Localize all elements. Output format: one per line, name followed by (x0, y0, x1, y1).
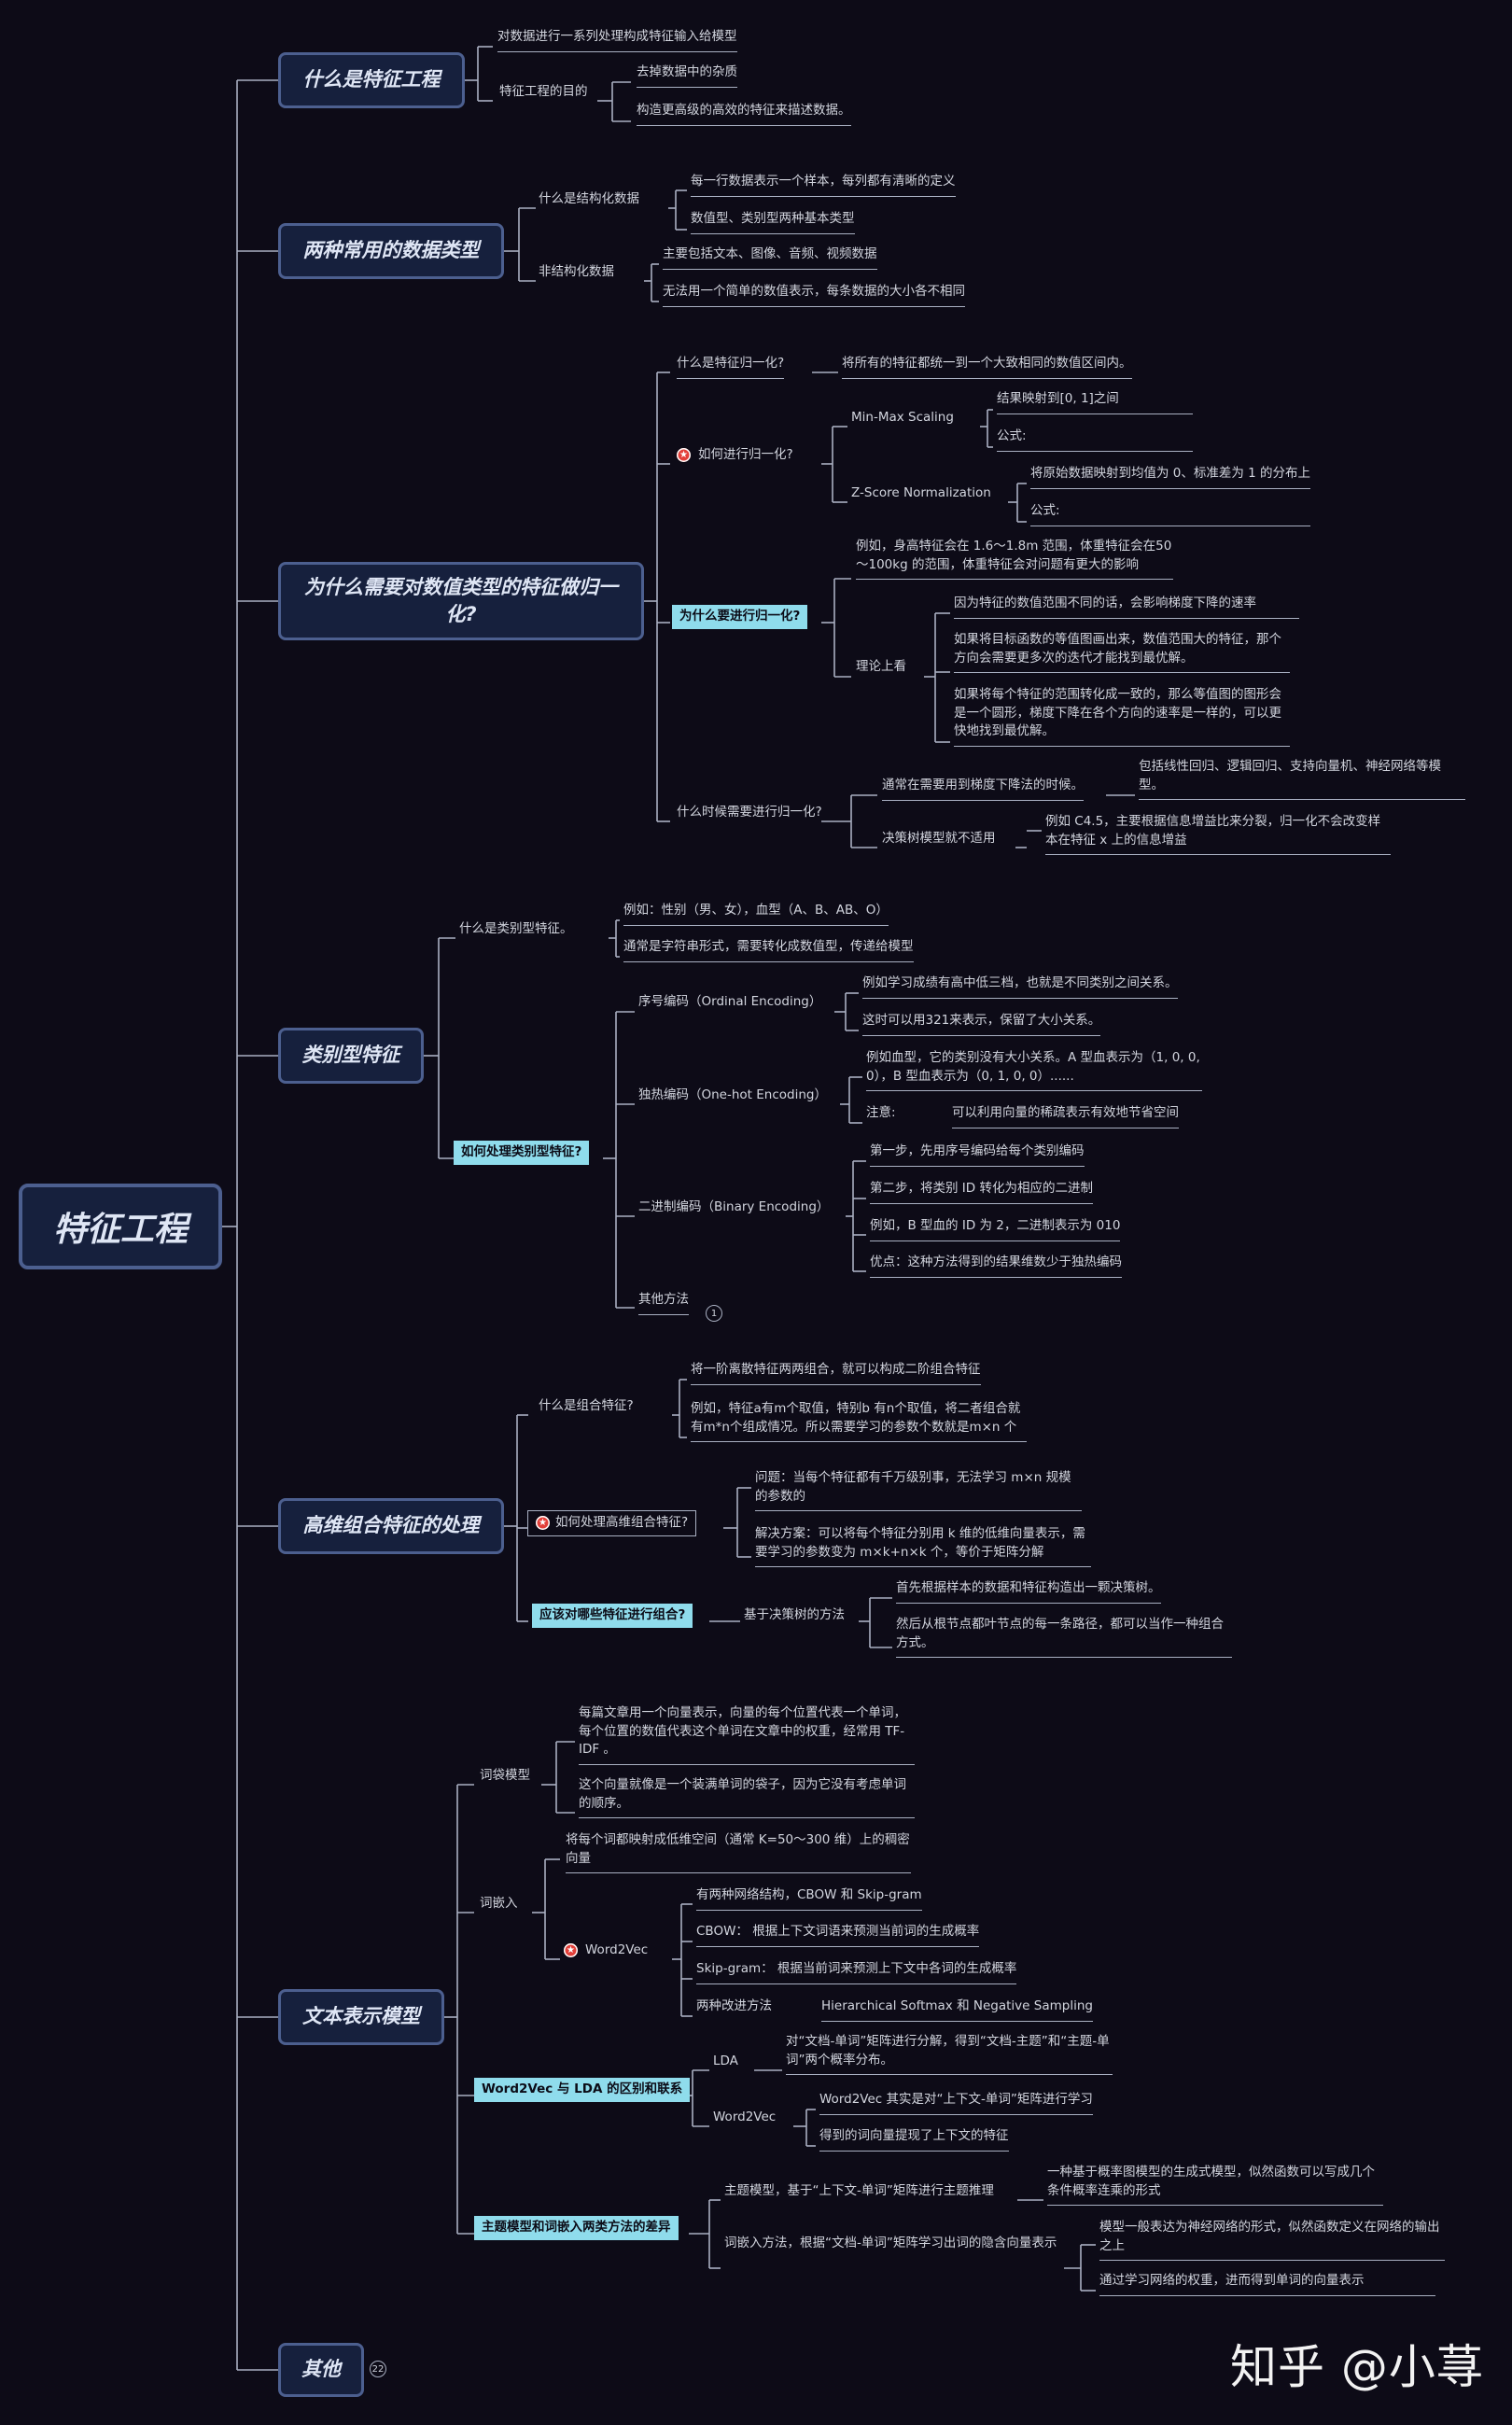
s3-node-what[interactable]: 什么是特征归一化? (677, 355, 785, 379)
s6-node-embedding-method-2[interactable]: 通过学习网络的权重，进而得到单词的向量表示 (1099, 2272, 1435, 2296)
s4-node-binary-3[interactable]: 例如，B 型血的 ID 为 2，二进制表示为 010 (870, 1217, 1121, 1241)
s1-node-a[interactable]: 对数据进行一系列处理构成特征输入给模型 (497, 28, 737, 52)
s3-node-when-1-1[interactable]: 包括线性回归、逻辑回归、支持向量机、神经网络等模型。 (1139, 758, 1465, 801)
star-icon: ★ (564, 1943, 578, 1958)
s3-node-minmax[interactable]: Min-Max Scaling (851, 410, 954, 425)
branch-normalization[interactable]: 为什么需要对数值类型的特征做归一化? (278, 562, 644, 640)
s4-node-onehot[interactable]: 独热编码（One-hot Encoding） (638, 1087, 827, 1102)
branch-other[interactable]: 其他 (278, 2343, 364, 2397)
s6-node-word2vec-4[interactable]: 两种改进方法 (696, 1998, 772, 2013)
s5-node-which[interactable]: 应该对哪些特征进行组合? (532, 1604, 693, 1628)
branch-high-dim-combination[interactable]: 高维组合特征的处理 (278, 1498, 504, 1554)
s4-node-how[interactable]: 如何处理类别型特征? (454, 1141, 590, 1165)
s6-node-embedding[interactable]: 词嵌入 (480, 1896, 518, 1911)
s2-node-unstructured-1[interactable]: 主要包括文本、图像、音频、视频数据 (663, 245, 877, 270)
s6-node-embedding-1[interactable]: 将每个词都映射成低维空间（通常 K=50～300 维）上的稠密向量 (566, 1831, 911, 1874)
s6-node-w2v-vs-lda[interactable]: Word2Vec 与 LDA 的区别和联系 (474, 2078, 691, 2102)
s5-node-which-1-1[interactable]: 首先根据样本的数据和特征构造出一颗决策树。 (896, 1579, 1161, 1604)
s6-node-lda-1[interactable]: 对“文档-单词”矩阵进行分解，得到“文档-主题”和“主题-单词”两个概率分布。 (786, 2033, 1113, 2076)
s3-node-theory-1[interactable]: 因为特征的数值范围不同的话，会影响梯度下降的速率 (954, 595, 1299, 619)
s6-node-word2vec-1[interactable]: 有两种网络结构，CBOW 和 Skip-gram (696, 1886, 922, 1911)
s6-node-bow-1[interactable]: 每篇文章用一个向量表示，向量的每个位置代表一个单词，每个位置的数值代表这个单词在… (579, 1704, 915, 1765)
s4-node-ordinal-1[interactable]: 例如学习成绩有高中低三档，也就是不同类别之间关系。 (862, 974, 1178, 999)
s4-node-onehot-1[interactable]: 例如血型，它的类别没有大小关系。A 型血表示为（1, 0, 0, 0），B 型血… (866, 1049, 1202, 1092)
collapsed-count-badge[interactable]: 22 (370, 2361, 386, 2377)
s6-node-word2vec-4-1[interactable]: Hierarchical Softmax 和 Negative Sampling (821, 1997, 1093, 2022)
s6-node-word2vec-3[interactable]: Skip-gram： 根据当前词来预测上下文中各词的生成概率 (696, 1960, 1017, 1984)
branch-what-is-feature-engineering[interactable]: 什么是特征工程 (278, 52, 465, 108)
s1-node-purpose[interactable]: 特征工程的目的 (499, 84, 588, 99)
s2-node-structured[interactable]: 什么是结构化数据 (539, 191, 639, 206)
s6-node-topic[interactable]: 主题模型，基于“上下文-单词”矩阵进行主题推理 (724, 2183, 994, 2198)
s1-node-purpose-2[interactable]: 构造更高级的高效的特征来描述数据。 (637, 102, 851, 126)
branch-data-types[interactable]: 两种常用的数据类型 (278, 223, 504, 279)
s4-node-what-2[interactable]: 通常是字符串形式，需要转化成数值型，传递给模型 (623, 938, 914, 962)
s6-node-embedding-method[interactable]: 词嵌入方法，根据“文档-单词”矩阵学习出词的隐含向量表示 (724, 2236, 1057, 2250)
s3-node-when-2-1[interactable]: 例如 C4.5，主要根据信息增益比来分裂，归一化不会改变样本在特征 x 上的信息… (1045, 813, 1391, 856)
s6-node-w2v-1[interactable]: Word2Vec 其实是对“上下文-单词”矩阵进行学习 (819, 2091, 1093, 2115)
s5-node-which-1[interactable]: 基于决策树的方法 (744, 1607, 845, 1622)
s3-node-theory-3[interactable]: 如果将每个特征的范围转化成一致的，那么等值图的图形会是一个圆形，梯度下降在各个方… (954, 686, 1290, 747)
s3-node-theory-2[interactable]: 如果将目标函数的等值图画出来，数值范围大的特征，那个方向会需要更多次的迭代才能找… (954, 631, 1290, 674)
s3-node-why[interactable]: 为什么要进行归一化? (672, 605, 808, 629)
s6-node-lda[interactable]: LDA (713, 2054, 738, 2068)
branch-text-representation[interactable]: 文本表示模型 (278, 1989, 444, 2045)
s6-node-bow-2[interactable]: 这个向量就像是一个装满单词的袋子，因为它没有考虑单词的顺序。 (579, 1776, 915, 1819)
s3-node-how[interactable]: ★ 如何进行归一化? (677, 446, 793, 465)
s4-node-onehot-note-1[interactable]: 可以利用向量的稀疏表示有效地节省空间 (952, 1104, 1179, 1128)
s3-node-when-2[interactable]: 决策树模型就不适用 (882, 831, 996, 846)
s4-node-onehot-note[interactable]: 注意: (866, 1105, 896, 1120)
collapsed-count-badge[interactable]: 1 (706, 1305, 722, 1322)
s4-node-binary-1[interactable]: 第一步，先用序号编码给每个类别编码 (870, 1142, 1085, 1167)
s6-node-w2v-2[interactable]: 得到的词向量提现了上下文的特征 (819, 2127, 1009, 2152)
s5-node-how-1[interactable]: 问题：当每个特征都有千万级别事，无法学习 m×n 规模的参数的 (755, 1469, 1082, 1512)
s5-node-what[interactable]: 什么是组合特征? (539, 1398, 634, 1413)
s6-node-embedding-method-1[interactable]: 模型一般表达为神经网络的形式，似然函数定义在网络的输出之上 (1099, 2219, 1445, 2262)
s5-node-how[interactable]: ★ 如何处理高维组合特征? (527, 1510, 697, 1536)
s6-node-topic-1[interactable]: 一种基于概率图模型的生成式模型，似然函数可以写成几个条件概率连乘的形式 (1047, 2164, 1383, 2207)
s4-node-what[interactable]: 什么是类别型特征。 (459, 921, 573, 936)
branch-categorical[interactable]: 类别型特征 (278, 1028, 424, 1084)
s2-node-structured-2[interactable]: 数值型、类别型两种基本类型 (691, 210, 855, 234)
s5-node-which-1-2[interactable]: 然后从根节点都叶节点的每一条路径，都可以当作一种组合方式。 (896, 1616, 1232, 1659)
s6-node-word2vec[interactable]: ★ Word2Vec (564, 1941, 648, 1960)
s4-node-what-1[interactable]: 例如：性别（男、女），血型（A、B、AB、O） (623, 902, 889, 926)
s3-node-when[interactable]: 什么时候需要进行归一化? (677, 805, 822, 820)
s2-node-unstructured[interactable]: 非结构化数据 (539, 264, 614, 279)
s2-node-unstructured-2[interactable]: 无法用一个简单的数值表示，每条数据的大小各不相同 (663, 283, 965, 307)
s3-node-minmax-1[interactable]: 结果映射到[0, 1]之间 (997, 390, 1193, 414)
s4-node-ordinal[interactable]: 序号编码（Ordinal Encoding） (638, 994, 822, 1009)
s6-node-bow[interactable]: 词袋模型 (480, 1768, 530, 1783)
s3-node-how-label: 如何进行归一化? (698, 447, 793, 462)
s6-node-word2vec-2[interactable]: CBOW： 根据上下文词语来预测当前词的生成概率 (696, 1923, 980, 1947)
star-icon: ★ (536, 1516, 550, 1531)
s3-node-minmax-2[interactable]: 公式: (997, 428, 1193, 452)
s2-node-structured-1[interactable]: 每一行数据表示一个样本，每列都有清晰的定义 (691, 173, 956, 197)
s6-node-word2vec-label: Word2Vec (585, 1942, 649, 1957)
s3-node-theory[interactable]: 理论上看 (856, 659, 906, 674)
s1-node-purpose-1[interactable]: 去掉数据中的杂质 (637, 63, 737, 88)
s5-node-what-1[interactable]: 将一阶离散特征两两组合，就可以构成二阶组合特征 (691, 1361, 981, 1385)
s5-node-what-2[interactable]: 例如，特征a有m个取值，特别b 有n个取值，将二者组合就有m*n个组成情况。所以… (691, 1400, 1027, 1443)
star-icon: ★ (677, 448, 691, 463)
s6-node-topic-vs-embedding[interactable]: 主题模型和词嵌入两类方法的差异 (474, 2216, 679, 2240)
s3-node-zscore-2[interactable]: 公式: (1030, 502, 1310, 526)
s3-node-what-1[interactable]: 将所有的特征都统一到一个大致相同的数值区间内。 (842, 355, 1132, 379)
s3-node-zscore-1[interactable]: 将原始数据映射到均值为 0、标准差为 1 的分布上 (1030, 465, 1311, 489)
watermark: 知乎 @小荨 (1230, 2340, 1484, 2394)
s4-node-binary-2[interactable]: 第二步，将类别 ID 转化为相应的二进制 (870, 1180, 1093, 1204)
s4-node-binary[interactable]: 二进制编码（Binary Encoding） (638, 1199, 830, 1214)
s3-node-why-example[interactable]: 例如，身高特征会在 1.6～1.8m 范围，体重特征会在50～100kg 的范围… (856, 538, 1173, 581)
s5-node-how-2[interactable]: 解决方案：可以将每个特征分别用 k 维的低维向量表示，需要学习的参数变为 m×k… (755, 1525, 1091, 1568)
s4-node-ordinal-2[interactable]: 这时可以用321来表示，保留了大小关系。 (862, 1012, 1101, 1036)
root-node[interactable]: 特征工程 (19, 1184, 222, 1269)
s3-node-when-1[interactable]: 通常在需要用到梯度下降法的时候。 (882, 777, 1084, 801)
s4-node-other[interactable]: 其他方法 (638, 1291, 689, 1315)
s3-node-zscore[interactable]: Z-Score Normalization (851, 485, 991, 500)
s6-node-w2v[interactable]: Word2Vec (713, 2110, 777, 2124)
s5-node-how-label: 如何处理高维组合特征? (555, 1515, 689, 1530)
s4-node-binary-4[interactable]: 优点：这种方法得到的结果维数少于独热编码 (870, 1254, 1122, 1278)
